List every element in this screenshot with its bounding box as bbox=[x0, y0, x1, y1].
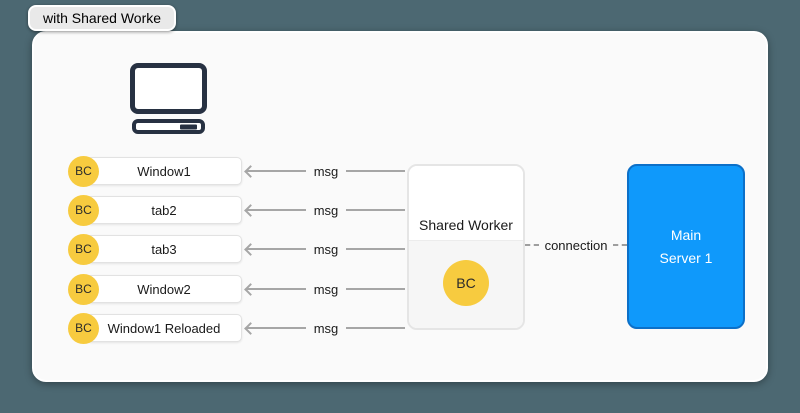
client-row-window2: BC Window2 msg bbox=[68, 273, 405, 305]
shared-worker-header: Shared Worker bbox=[409, 166, 523, 240]
client-box-tab3: tab3 bbox=[86, 235, 242, 263]
client-box-window2: Window2 bbox=[86, 275, 242, 303]
arrow-head-icon bbox=[244, 321, 257, 335]
client-label: tab3 bbox=[151, 241, 177, 257]
msg-arrow: msg bbox=[244, 241, 405, 257]
diagram-title-tab: with Shared Worke bbox=[28, 5, 177, 31]
broadcast-channel-badge: BC bbox=[68, 155, 99, 187]
arrow-line bbox=[346, 170, 405, 172]
badge-label: BC bbox=[75, 282, 92, 296]
arrow-line bbox=[247, 209, 306, 211]
arrow-line bbox=[247, 248, 306, 250]
client-label: Window1 bbox=[137, 163, 191, 179]
msg-arrow: msg bbox=[244, 281, 405, 297]
badge-label: BC bbox=[75, 203, 92, 217]
badge-label: BC bbox=[75, 321, 92, 335]
shared-worker-body: BC bbox=[409, 240, 523, 328]
client-row-tab2: BC tab2 msg bbox=[68, 194, 405, 226]
client-box-window1-reloaded: Window1 Reloaded bbox=[86, 314, 242, 342]
dashed-line bbox=[525, 244, 539, 246]
msg-label: msg bbox=[313, 281, 339, 297]
broadcast-channel-badge: BC bbox=[68, 273, 99, 305]
computer-icon bbox=[126, 59, 211, 139]
msg-label: msg bbox=[313, 163, 339, 179]
msg-arrow: msg bbox=[244, 163, 405, 179]
computer-base-slot-icon bbox=[180, 124, 197, 129]
connection-link: connection bbox=[525, 235, 628, 255]
arrow-line bbox=[247, 288, 306, 290]
server-label-line2: Server 1 bbox=[659, 249, 713, 266]
msg-label: msg bbox=[313, 241, 339, 257]
client-box-window1: Window1 bbox=[86, 157, 242, 185]
arrow-line bbox=[346, 248, 405, 250]
dashed-line bbox=[613, 244, 628, 246]
badge-label: BC bbox=[456, 275, 476, 291]
arrow-head-icon bbox=[244, 203, 257, 217]
msg-arrow: msg bbox=[244, 202, 405, 218]
arrow-line bbox=[346, 209, 405, 211]
msg-label: msg bbox=[313, 202, 339, 218]
arrow-head-icon bbox=[244, 242, 257, 256]
arrow-line bbox=[247, 170, 306, 172]
computer-base-icon bbox=[132, 119, 205, 134]
connection-label: connection bbox=[544, 237, 608, 253]
shared-worker-title: Shared Worker bbox=[419, 217, 513, 233]
diagram-panel: BC Window1 msg BC tab2 msg BC tab3 msg B… bbox=[32, 31, 768, 382]
broadcast-channel-badge: BC bbox=[68, 194, 99, 226]
badge-label: BC bbox=[75, 242, 92, 256]
arrow-line bbox=[346, 327, 405, 329]
main-server-box: Main Server 1 bbox=[627, 164, 745, 329]
client-row-window1-reloaded: BC Window1 Reloaded msg bbox=[68, 312, 405, 344]
monitor-screen-icon bbox=[130, 63, 207, 114]
arrow-head-icon bbox=[244, 282, 257, 296]
badge-label: BC bbox=[75, 164, 92, 178]
client-row-tab3: BC tab3 msg bbox=[68, 233, 405, 265]
client-label: tab2 bbox=[151, 202, 177, 218]
shared-worker-box: Shared Worker BC bbox=[407, 164, 525, 330]
client-box-tab2: tab2 bbox=[86, 196, 242, 224]
arrow-line bbox=[346, 288, 405, 290]
client-label: Window2 bbox=[137, 281, 191, 297]
arrow-line bbox=[247, 327, 306, 329]
broadcast-channel-badge: BC bbox=[68, 312, 99, 344]
client-label: Window1 Reloaded bbox=[107, 320, 221, 336]
msg-arrow: msg bbox=[244, 320, 405, 336]
server-label-line1: Main bbox=[670, 226, 702, 243]
client-row-window1: BC Window1 msg bbox=[68, 155, 405, 187]
arrow-head-icon bbox=[244, 164, 257, 178]
msg-label: msg bbox=[313, 320, 339, 336]
broadcast-channel-badge: BC bbox=[443, 260, 489, 306]
broadcast-channel-badge: BC bbox=[68, 233, 99, 265]
